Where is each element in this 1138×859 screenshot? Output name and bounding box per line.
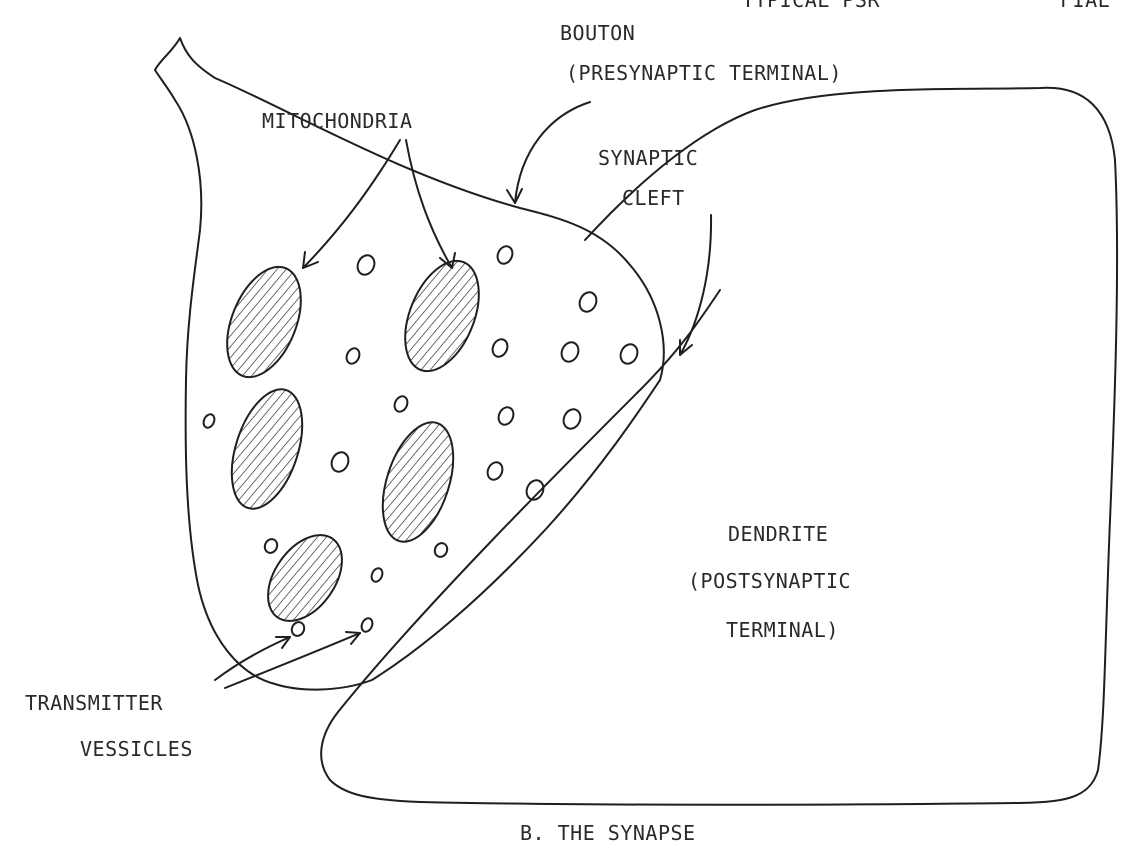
- vesicles-arrows: [215, 632, 360, 688]
- mitochondrion-2: [380, 245, 510, 385]
- bouton-arrow: [507, 102, 590, 203]
- vesicle: [524, 478, 547, 503]
- figure-caption: B. THE SYNAPSE: [520, 821, 696, 845]
- partial-header-left: TYPICAL PSR: [742, 0, 880, 12]
- vesicle: [263, 537, 280, 555]
- vesicle: [561, 407, 584, 432]
- mitochondria-label: MITOCHONDRIA: [262, 109, 413, 133]
- vesicle: [329, 450, 352, 475]
- dendrite-label-1: DENDRITE: [728, 522, 828, 546]
- vesicle: [360, 617, 375, 634]
- mitochondrion-4: [355, 408, 485, 558]
- vesicle: [485, 460, 505, 482]
- vesicle: [577, 290, 600, 315]
- synaptic-cleft-label-2: CLEFT: [622, 186, 685, 210]
- vesicle: [290, 620, 307, 638]
- dendrite-label-2: (POSTSYNAPTIC: [688, 569, 851, 593]
- vesicle: [344, 346, 362, 366]
- mitochondrion-5: [245, 520, 365, 640]
- mitochondrion-3: [205, 375, 335, 525]
- bouton-label: BOUTON: [560, 21, 635, 45]
- vesicle: [392, 394, 410, 414]
- vesicle: [495, 244, 515, 266]
- mitochondrion-1: [200, 250, 330, 390]
- vesicle: [370, 567, 385, 584]
- synaptic-cleft-arrow: [680, 215, 711, 355]
- vesicle: [433, 541, 450, 559]
- bouton-sublabel: (PRESYNAPTIC TERMINAL): [566, 61, 842, 85]
- synaptic-cleft-label-1: SYNAPTIC: [598, 146, 698, 170]
- partial-header-right: FIAL: [1060, 0, 1110, 12]
- transmitter-label-2: VESSICLES: [80, 737, 193, 761]
- vesicle: [202, 413, 217, 430]
- vesicle: [355, 253, 378, 278]
- mitochondria-arrows: [303, 140, 455, 268]
- vesicle: [490, 337, 510, 359]
- vesicle: [559, 340, 582, 365]
- transmitter-label-1: TRANSMITTER: [25, 691, 163, 715]
- vesicle: [496, 405, 516, 427]
- dendrite-label-3: TERMINAL): [726, 618, 839, 642]
- vesicle: [618, 342, 641, 367]
